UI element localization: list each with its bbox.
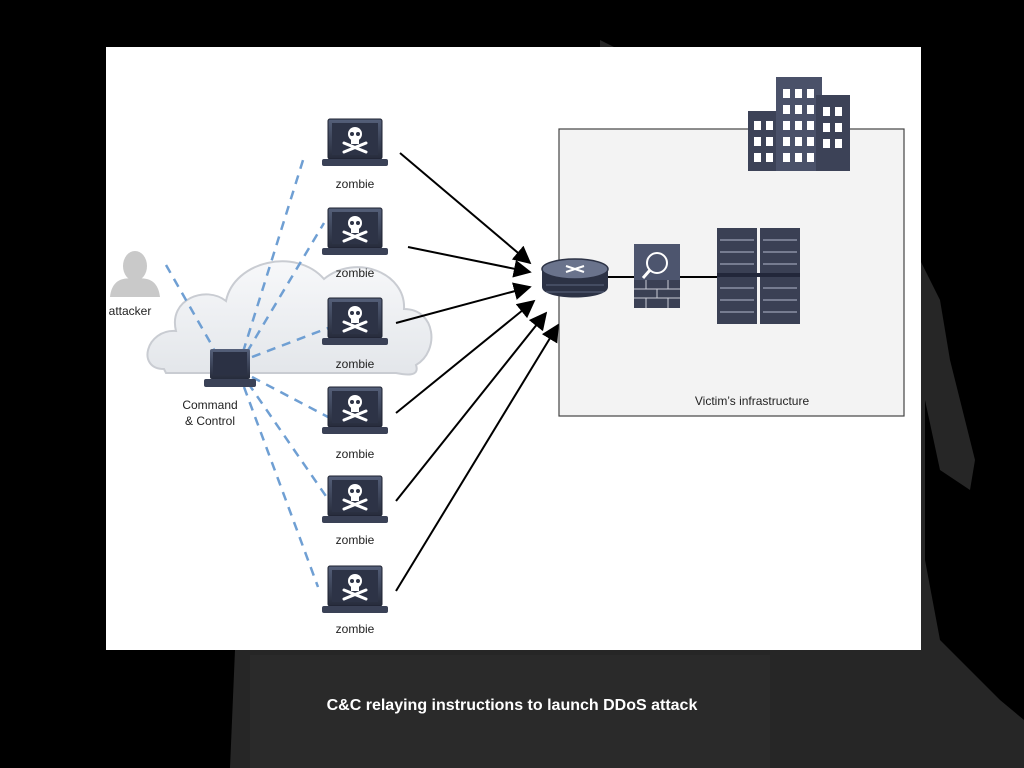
zombie-node: zombie bbox=[322, 474, 388, 547]
laptop-icon bbox=[204, 349, 256, 387]
attacker-label: attacker bbox=[109, 304, 152, 318]
zombie-label: zombie bbox=[336, 357, 375, 371]
zombie-node: zombie bbox=[322, 296, 388, 371]
skull-crossbones-icon bbox=[322, 385, 388, 436]
zombie-label: zombie bbox=[336, 622, 375, 636]
skull-crossbones-icon bbox=[322, 474, 388, 525]
zombie-label: zombie bbox=[336, 266, 375, 280]
cnc-label-line1: Command bbox=[182, 398, 237, 412]
diagram-panel: attacker Command & Control zombie zombie… bbox=[106, 47, 921, 650]
zombie-node: zombie bbox=[322, 385, 388, 461]
slide-caption: C&C relaying instructions to launch DDoS… bbox=[326, 697, 698, 714]
zombie-node: zombie bbox=[322, 206, 388, 280]
ddos-diagram: attacker Command & Control zombie zombie… bbox=[109, 77, 905, 636]
cnc-links bbox=[164, 156, 337, 588]
firewall-icon bbox=[634, 244, 680, 308]
zombie-node: zombie bbox=[322, 564, 388, 636]
zombie-label: zombie bbox=[336, 533, 375, 547]
cnc-label-line2: & Control bbox=[185, 414, 235, 428]
attack-arrows bbox=[395, 152, 559, 592]
zombie-node: zombie bbox=[322, 117, 388, 191]
router-icon bbox=[541, 258, 609, 298]
skull-crossbones-icon bbox=[322, 296, 388, 347]
skull-crossbones-icon bbox=[322, 206, 388, 257]
person-icon bbox=[110, 251, 160, 297]
skull-crossbones-icon bbox=[322, 117, 388, 168]
server-rack-icon bbox=[717, 228, 800, 324]
cloud-icon bbox=[146, 260, 433, 376]
zombie-label: zombie bbox=[336, 177, 375, 191]
skull-crossbones-icon bbox=[322, 564, 388, 615]
victim-infrastructure-label: Victim’s infrastructure bbox=[695, 394, 810, 408]
office-building-icon bbox=[748, 77, 850, 171]
zombie-label: zombie bbox=[336, 447, 375, 461]
